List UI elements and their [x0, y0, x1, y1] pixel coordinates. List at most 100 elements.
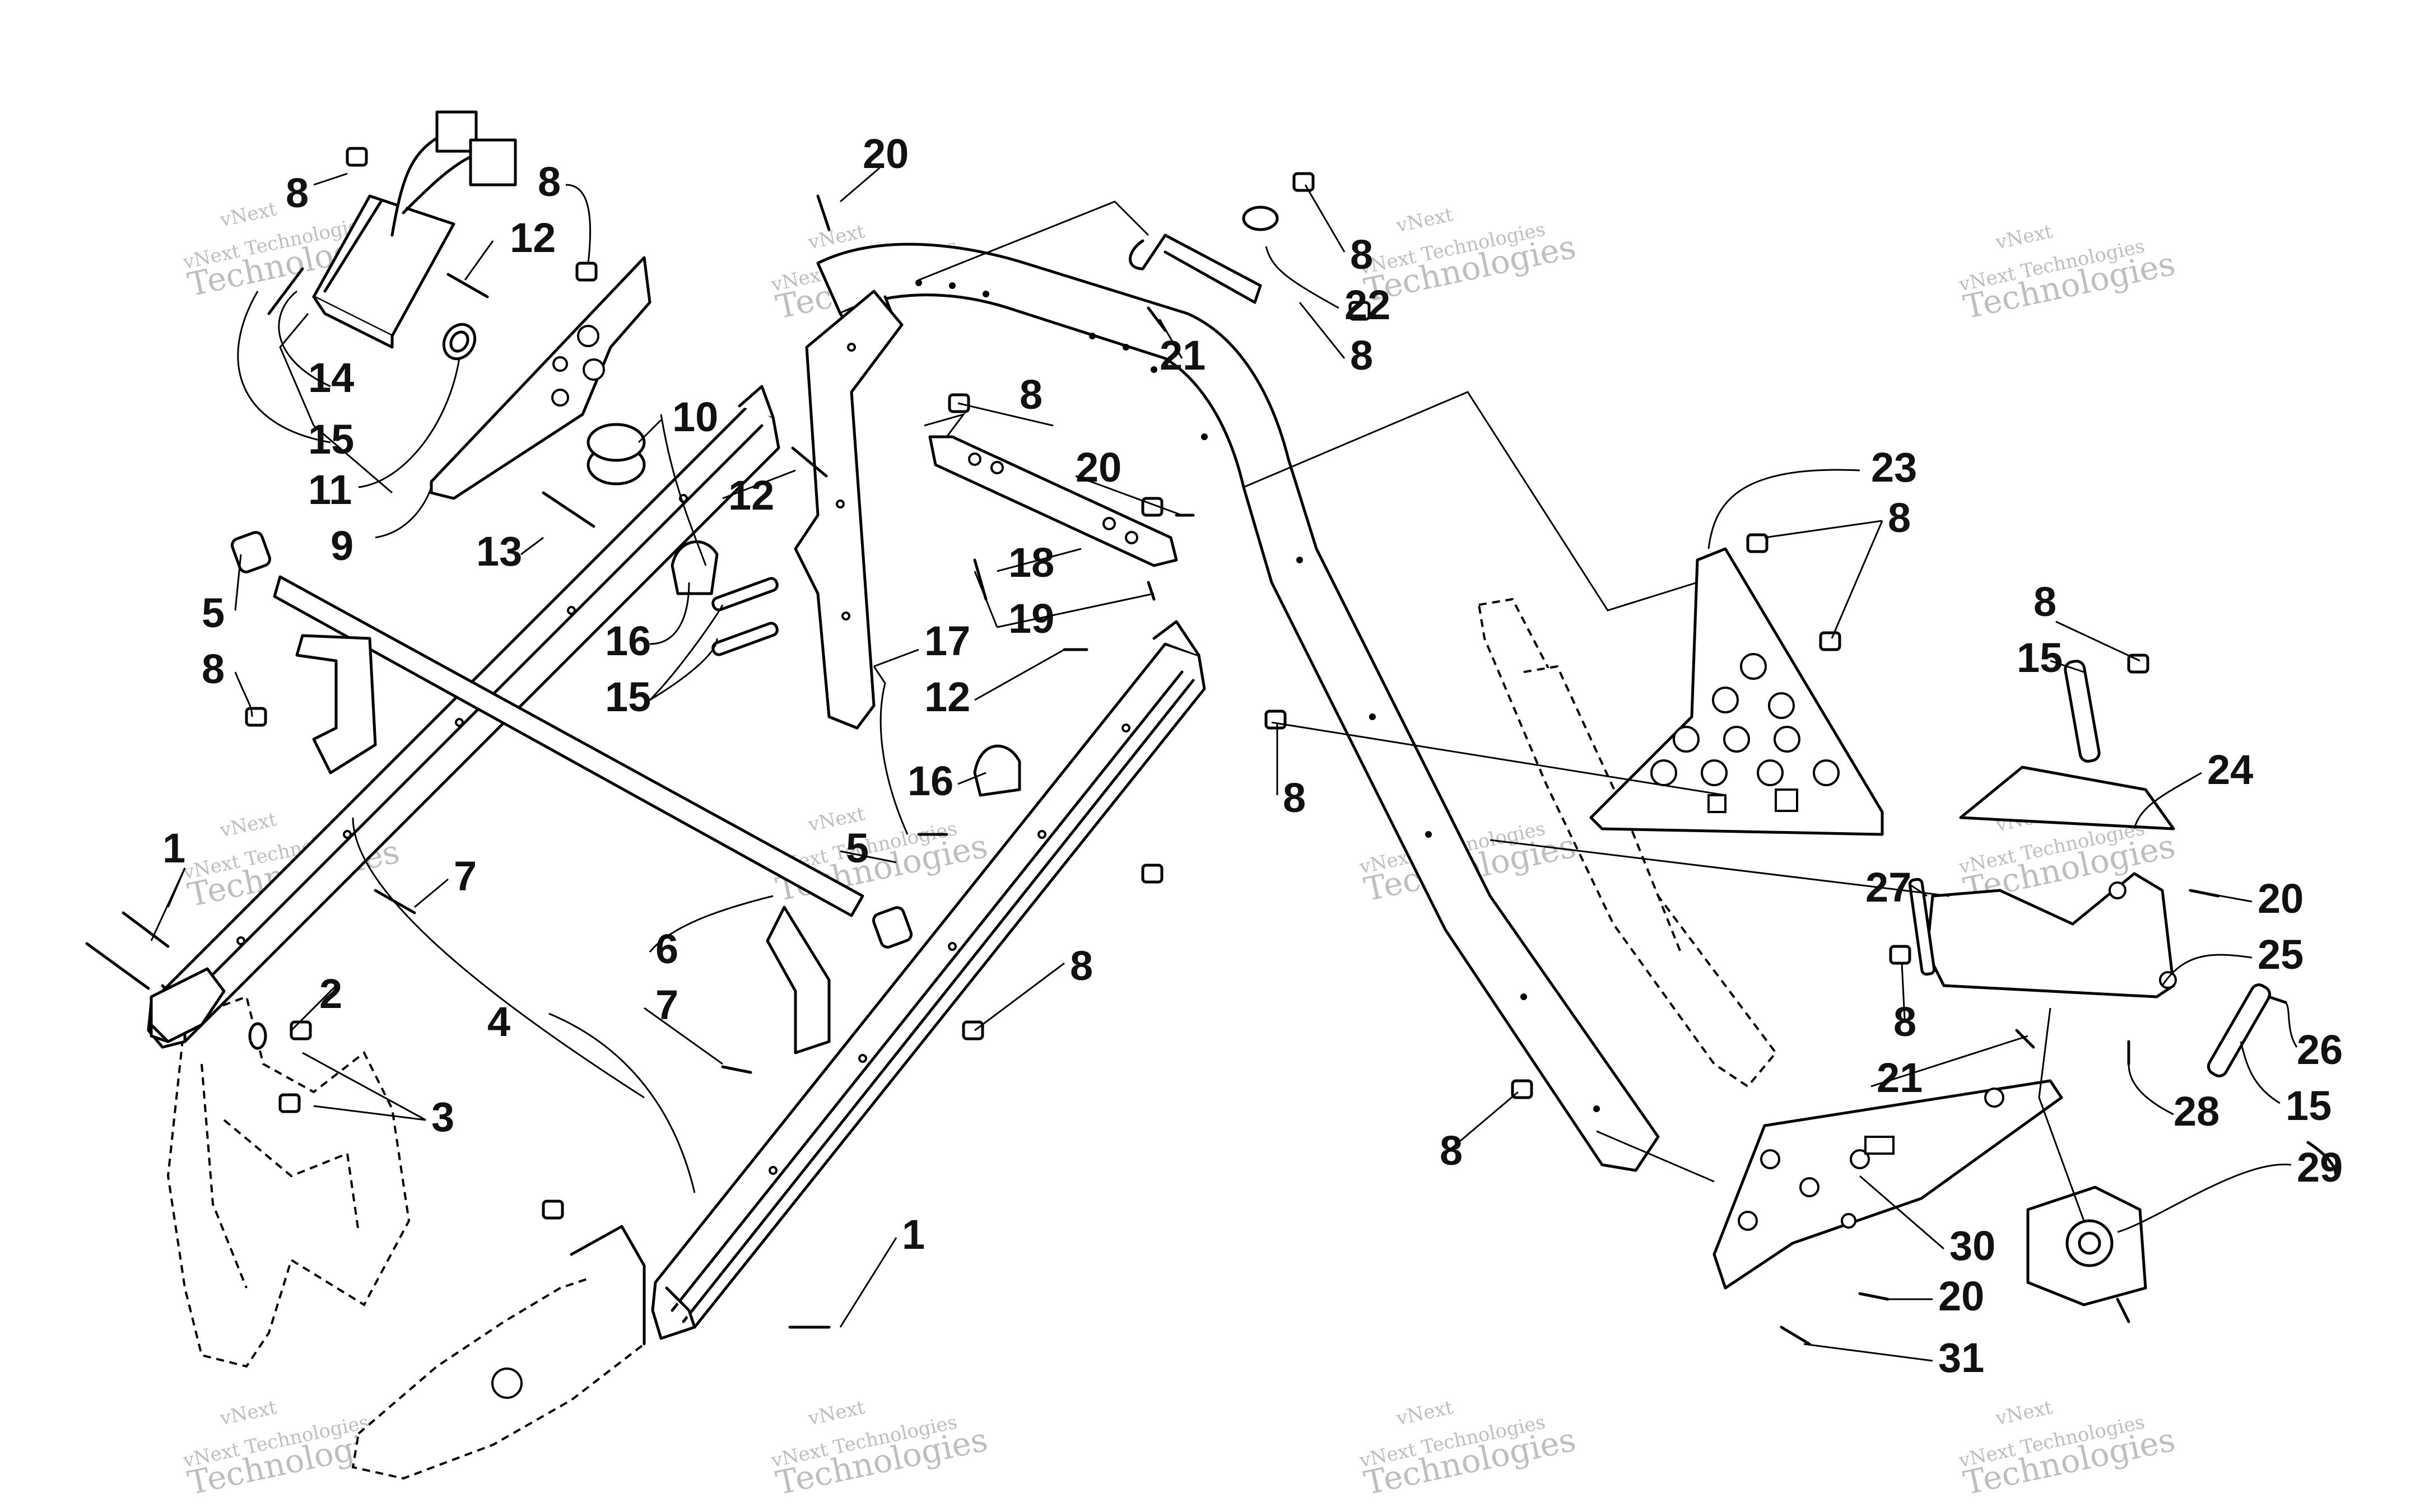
- nut-8: [1292, 172, 1315, 192]
- bolt-13: [542, 491, 595, 528]
- frame-hole: [491, 1368, 523, 1399]
- bolt-12: [791, 446, 828, 478]
- watermark-small-text: vNext: [1394, 203, 1455, 237]
- nut-8: [1264, 710, 1287, 730]
- callout-8: 8: [1440, 1127, 1463, 1174]
- nut-8: [1819, 631, 1841, 651]
- callout-15: 15: [605, 674, 651, 720]
- part-24-cover-plate: [1959, 766, 2175, 830]
- part-25-bracket: [1925, 872, 2177, 998]
- callout-7: 7: [655, 982, 678, 1028]
- part-30-lower-plate: [1712, 1079, 2063, 1290]
- callout-23: 23: [1871, 444, 1917, 491]
- callout-15: 15: [2286, 1082, 2331, 1129]
- bolt-21: [2015, 1029, 2035, 1049]
- part-9-mount-plate: [430, 256, 651, 500]
- bolt-1: [85, 942, 150, 990]
- callout-30: 30: [1949, 1222, 1995, 1269]
- watermark-small-text: vNext: [1993, 220, 2054, 254]
- bolt-20: [1858, 1292, 1890, 1301]
- callout-13: 13: [476, 528, 522, 575]
- callout-2: 2: [319, 970, 342, 1017]
- callout-6: 6: [655, 926, 678, 972]
- part-18-bracket: [928, 435, 1178, 567]
- callout-20: 20: [2258, 875, 2303, 922]
- callout-8: 8: [1888, 494, 1911, 541]
- callout-24: 24: [2207, 746, 2253, 793]
- watermark-small-text: vNext: [1993, 1396, 2054, 1430]
- part-11-grommet: [442, 323, 477, 361]
- callout-leaders: [150, 167, 2298, 1362]
- callout-12: 12: [728, 472, 774, 519]
- watermark-small-text: vNext: [217, 808, 278, 842]
- nut-8: [1348, 301, 1371, 321]
- nut-8: [1746, 533, 1769, 553]
- callout-12: 12: [510, 214, 556, 261]
- nut-8: [1141, 864, 1164, 884]
- nut-8: [346, 147, 368, 167]
- callout-29: 29: [2297, 1144, 2343, 1191]
- callout-3: 3: [431, 1094, 454, 1140]
- part-10-relay: [587, 423, 646, 486]
- part-29-actuator: [2026, 1141, 2338, 1306]
- callout-15: 15: [2017, 634, 2063, 681]
- part-15-strap-a: [711, 577, 779, 612]
- callout-8: 8: [538, 158, 561, 205]
- callout-8: 8: [1070, 942, 1093, 989]
- bolt-21: [1147, 306, 1167, 332]
- callout-14: 14: [308, 354, 354, 401]
- nut-8: [575, 262, 598, 282]
- callout-5: 5: [202, 590, 225, 636]
- watermark-4: vNext vNext Technologies Technologies: [1957, 220, 2179, 326]
- callout-9: 9: [331, 522, 353, 569]
- frame-reference-bottom: [351, 1225, 646, 1480]
- callout-20: 20: [863, 130, 909, 177]
- callout-8: 8: [2033, 578, 2056, 625]
- part-16-clamp-top: [671, 540, 719, 595]
- watermark-10: vNext vNext Technologies Technologies: [769, 1396, 991, 1502]
- callout-8: 8: [1020, 371, 1043, 418]
- part-5-cap-top: [230, 531, 272, 573]
- bolt-12: [446, 273, 489, 298]
- part-1-front-bracket: [150, 967, 226, 1043]
- callout-1: 1: [162, 825, 185, 871]
- callout-8: 8: [1350, 332, 1373, 379]
- nut-8: [2127, 654, 2149, 674]
- watermark-6: vNext vNext Technologies Technologies: [769, 802, 991, 909]
- pin-15: [267, 267, 304, 315]
- part-5-cap-bottom: [872, 906, 913, 949]
- bolt-20: [816, 194, 831, 231]
- nut-3: [278, 1093, 301, 1113]
- callout-28: 28: [2174, 1088, 2219, 1135]
- connector-b: [469, 138, 517, 186]
- callout-1: 1: [902, 1211, 925, 1258]
- bolt-7: [721, 1065, 752, 1074]
- callout-8: 8: [202, 646, 225, 692]
- watermark-11: vNext vNext Technologies Technologies: [1357, 1396, 1579, 1502]
- watermark-small-text: vNext: [217, 1396, 278, 1430]
- washer-2: [248, 1022, 267, 1050]
- part-15-strap-b: [711, 622, 779, 656]
- callout-16: 16: [908, 758, 953, 804]
- part-6-cross-bar: [230, 531, 913, 1054]
- nut-8: [245, 707, 267, 727]
- bolt-20: [2116, 1298, 2130, 1323]
- callout-25: 25: [2258, 931, 2303, 978]
- part-27-strip: [1908, 878, 1936, 976]
- part-22-hook-bracket: [1129, 206, 1279, 304]
- part-14-control-module: [312, 110, 517, 349]
- pin-31: [1780, 1326, 1811, 1346]
- callout-7: 7: [454, 853, 477, 899]
- watermark-small-text: vNext: [806, 1396, 867, 1430]
- watermark-small-text: vNext: [217, 198, 278, 232]
- part-23-triangle-plate: [1589, 547, 1884, 836]
- callout-11: 11: [308, 466, 352, 513]
- callout-8: 8: [1893, 998, 1916, 1045]
- nut-3: [290, 1020, 312, 1040]
- callout-5: 5: [846, 825, 869, 871]
- callout-17: 17: [924, 618, 970, 664]
- part-main-lower-rail: [651, 620, 1206, 1340]
- callout-26: 26: [2297, 1026, 2343, 1073]
